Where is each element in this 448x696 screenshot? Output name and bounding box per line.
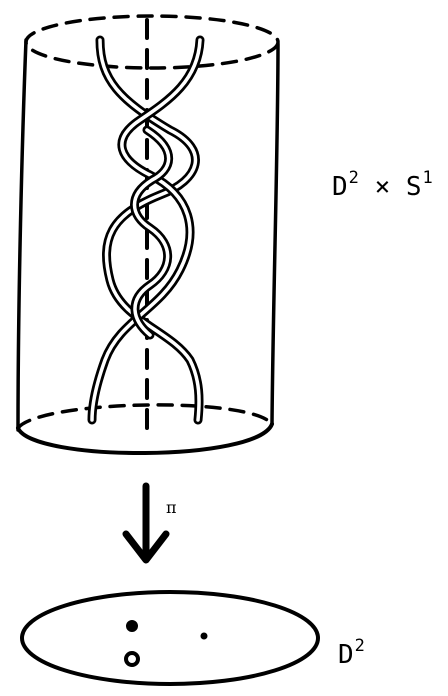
braid-strand-b — [87, 35, 205, 425]
base-space-label: D2 — [338, 636, 365, 670]
cylinder-bottom-rim-back — [16, 403, 274, 430]
product-sign: × — [374, 172, 391, 202]
base-point-right — [200, 632, 208, 640]
base-point-upper — [126, 620, 138, 632]
total-space-circle-letter: S — [405, 172, 422, 202]
cylinder-bottom-rim-front — [16, 422, 274, 455]
base-space-disk-letter: D — [338, 640, 354, 670]
total-space-disk-exponent: 2 — [348, 168, 359, 188]
total-space-label: D2 × S1 — [332, 168, 433, 202]
projection-label: π — [166, 498, 177, 517]
braid-strand-c — [130, 125, 173, 340]
projection-arrow-head — [122, 530, 170, 564]
base-disk-outline — [20, 590, 320, 686]
total-space-circle-exponent: 1 — [422, 168, 433, 188]
base-point-lower — [124, 651, 140, 667]
total-space-disk-letter: D — [332, 172, 348, 202]
cylinder-top-rim — [24, 14, 280, 70]
cylinder-right-wall — [270, 42, 280, 426]
cylinder-left-wall — [16, 38, 28, 432]
base-space-disk-exponent: 2 — [354, 636, 365, 656]
